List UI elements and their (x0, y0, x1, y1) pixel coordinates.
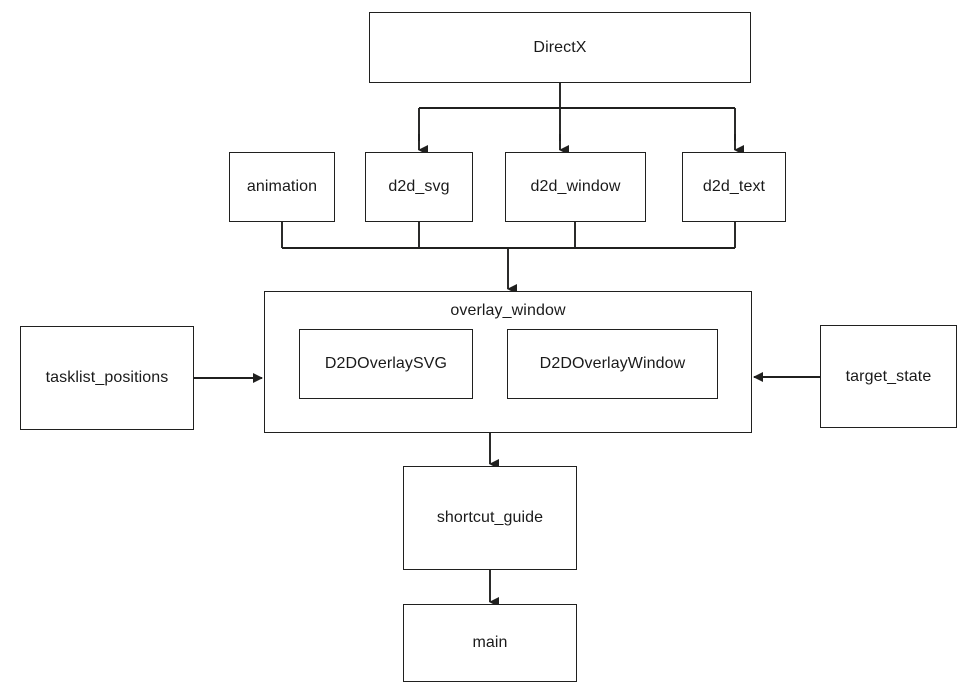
node-d2doverlaywindow[interactable]: D2DOverlayWindow (507, 329, 718, 399)
node-tasklist-positions[interactable]: tasklist_positions (20, 326, 194, 430)
node-target-state[interactable]: target_state (820, 325, 957, 428)
node-shortcut-guide[interactable]: shortcut_guide (403, 466, 577, 570)
node-directx[interactable]: DirectX (369, 12, 751, 83)
node-d2doverlaysvg[interactable]: D2DOverlaySVG (299, 329, 473, 399)
edge-directx-bus (418, 83, 736, 141)
node-animation[interactable]: animation (229, 152, 335, 222)
node-d2d-text[interactable]: d2d_text (682, 152, 786, 222)
node-d2d-svg[interactable]: d2d_svg (365, 152, 473, 222)
overlay-window-cluster-label: overlay_window (450, 302, 566, 319)
node-main[interactable]: main (403, 604, 577, 682)
node-d2d-window[interactable]: d2d_window (505, 152, 646, 222)
